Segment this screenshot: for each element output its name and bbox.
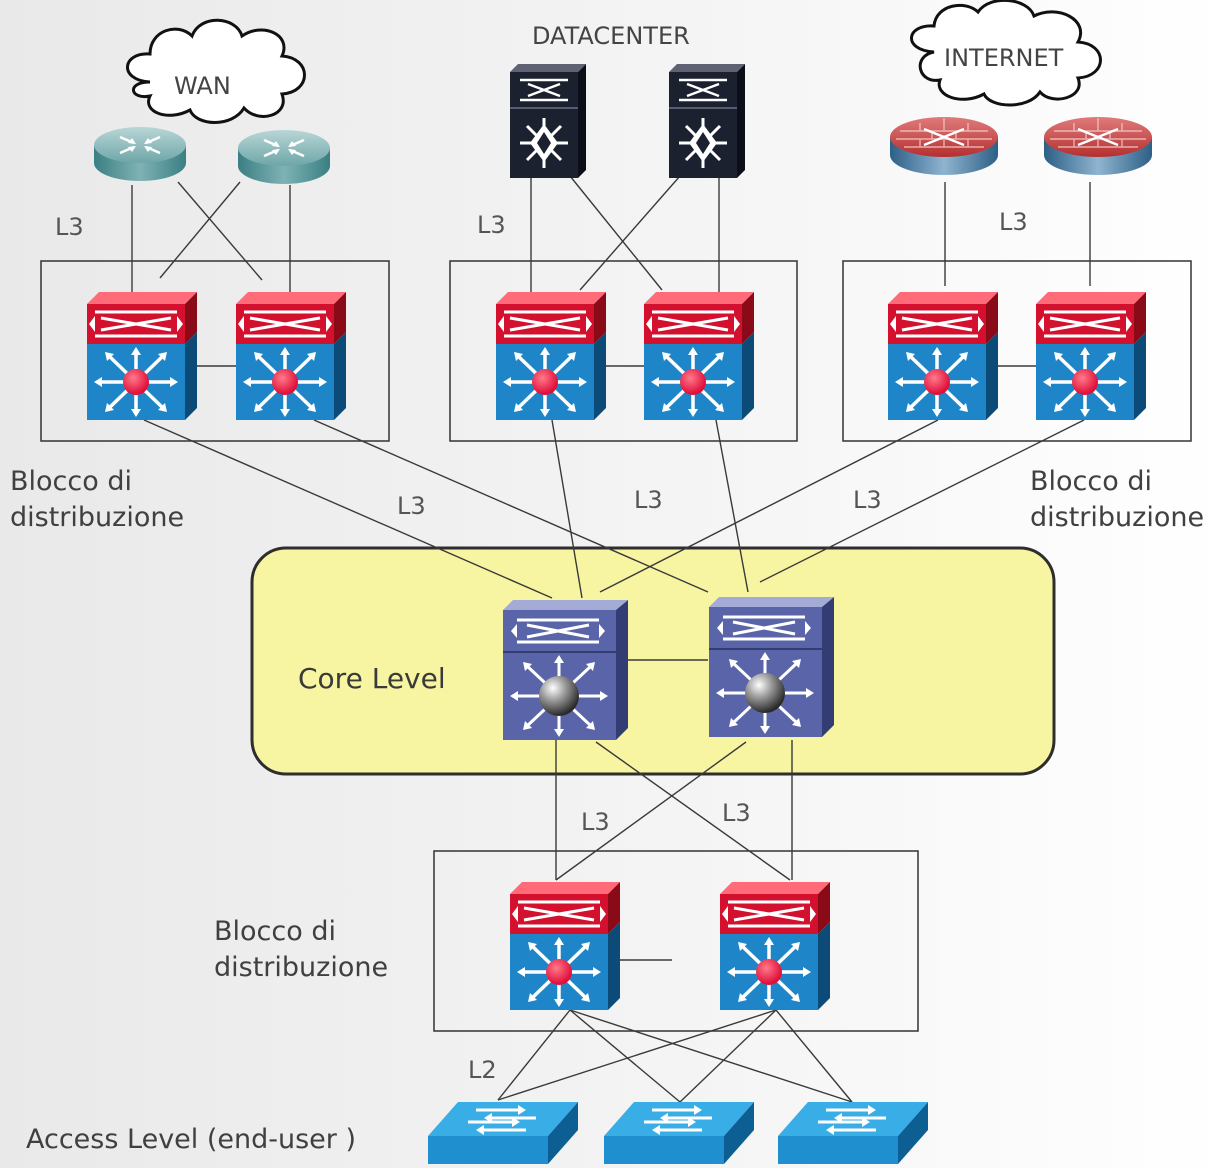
block-label-right: Blocco di distribuzione bbox=[1030, 464, 1204, 536]
block-label-bottom: Blocco di distribuzione bbox=[214, 914, 388, 986]
link-label-wan: L3 bbox=[55, 213, 84, 241]
distribution-block-middle-frame bbox=[449, 260, 798, 442]
wan-router-left bbox=[94, 125, 186, 183]
dist-switch-mid-a bbox=[496, 292, 606, 420]
link-label-dist-core-right: L3 bbox=[853, 486, 882, 514]
internet-cloud bbox=[910, 0, 1102, 107]
block-label-right-line2: distribuzione bbox=[1030, 502, 1205, 533]
distribution-block-left-frame bbox=[40, 260, 390, 442]
dist-switch-bottom-b bbox=[720, 882, 830, 1010]
internet-firewall-left bbox=[890, 115, 998, 177]
datacenter-switch-left bbox=[510, 64, 586, 178]
link-label-dist-core-left: L3 bbox=[397, 492, 426, 520]
core-level-label: Core Level bbox=[298, 662, 446, 695]
block-label-bottom-line2: distribuzione bbox=[214, 952, 389, 983]
block-label-bottom-line1: Blocco di bbox=[214, 916, 336, 947]
access-level-label: Access Level (end-user ) bbox=[26, 1124, 357, 1155]
access-switch-3 bbox=[778, 1102, 928, 1164]
core-level-area bbox=[250, 546, 1056, 776]
dist-switch-bottom-a bbox=[510, 882, 620, 1010]
network-links bbox=[131, 175, 1091, 1103]
block-label-left: Blocco di distribuzione bbox=[10, 464, 184, 536]
block-label-right-line1: Blocco di bbox=[1030, 466, 1152, 497]
dist-switch-left-b bbox=[236, 292, 346, 420]
wan-router-right bbox=[238, 128, 330, 186]
core-switch-right bbox=[709, 597, 834, 737]
dist-switch-right-a bbox=[888, 292, 998, 420]
block-label-left-line1: Blocco di bbox=[10, 466, 132, 497]
distribution-block-right-frame bbox=[842, 260, 1192, 442]
access-switch-1 bbox=[428, 1102, 578, 1164]
link-label-access: L2 bbox=[468, 1056, 497, 1084]
link-label-core-dist-left: L3 bbox=[581, 808, 610, 836]
datacenter-label: DATACENTER bbox=[532, 22, 690, 50]
internet-firewall-right bbox=[1044, 115, 1152, 177]
wan-cloud bbox=[126, 18, 306, 124]
dist-switch-left-a bbox=[87, 292, 197, 420]
dist-switch-right-b bbox=[1036, 292, 1146, 420]
wan-label: WAN bbox=[174, 72, 231, 100]
block-label-left-line2: distribuzione bbox=[10, 502, 185, 533]
datacenter-switch-right bbox=[669, 64, 745, 178]
link-label-datacenter: L3 bbox=[477, 211, 506, 239]
internet-label: INTERNET bbox=[944, 44, 1064, 72]
access-switch-2 bbox=[604, 1102, 754, 1164]
link-label-core-dist-right: L3 bbox=[722, 799, 751, 827]
distribution-block-bottom-frame bbox=[433, 850, 919, 1032]
link-label-internet: L3 bbox=[999, 208, 1028, 236]
core-switch-left bbox=[503, 600, 628, 740]
dist-switch-mid-b bbox=[644, 292, 754, 420]
link-label-dist-core-mid: L3 bbox=[634, 486, 663, 514]
